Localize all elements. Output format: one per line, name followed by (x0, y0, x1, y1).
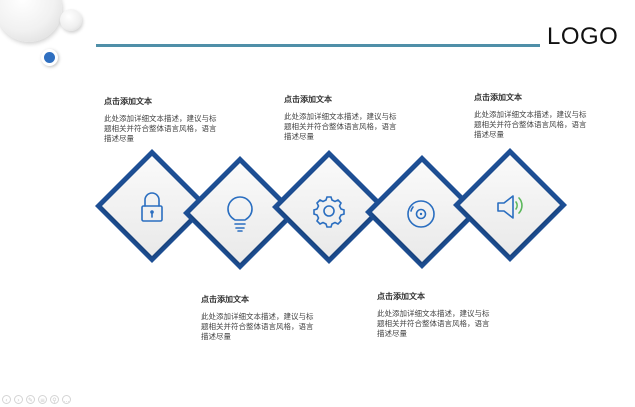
diamond-2[interactable] (183, 156, 297, 270)
pen-icon[interactable]: ✎ (26, 395, 35, 404)
item-title[interactable]: 点击添加文本 (377, 292, 425, 301)
item-description[interactable]: 此处添加详细文本描述，建议与标题相关并符合整体语言风格，语言描述尽量 (474, 110, 587, 139)
next-icon[interactable]: › (14, 395, 23, 404)
lightbulb-icon (227, 196, 253, 232)
diamond-3[interactable] (272, 150, 386, 264)
prev-icon[interactable]: ‹ (2, 395, 11, 404)
decorative-circle-blue (41, 49, 58, 66)
item-title[interactable]: 点击添加文本 (104, 97, 152, 106)
diamond-1[interactable] (95, 149, 209, 263)
text-block-1: 点击添加文本 此处添加详细文本描述，建议与标题相关并符合整体语言风格，语言描述尽… (104, 96, 234, 144)
diamond-4[interactable] (365, 155, 479, 269)
more-icon[interactable]: … (62, 395, 71, 404)
item-description[interactable]: 此处添加详细文本描述，建议与标题相关并符合整体语言风格，语言描述尽量 (104, 114, 217, 143)
text-block-2: 点击添加文本 此处添加详细文本描述，建议与标题相关并符合整体语言风格，语言描述尽… (201, 294, 331, 342)
item-title[interactable]: 点击添加文本 (201, 295, 249, 304)
text-block-3: 点击添加文本 此处添加详细文本描述，建议与标题相关并符合整体语言风格，语言描述尽… (284, 94, 414, 142)
logo-text: LOGO (547, 23, 619, 50)
lock-icon (141, 192, 163, 222)
gear-icon (313, 196, 345, 228)
item-description[interactable]: 此处添加详细文本描述，建议与标题相关并符合整体语言风格，语言描述尽量 (201, 312, 314, 341)
decorative-circle-small (60, 9, 82, 31)
item-description[interactable]: 此处添加详细文本描述，建议与标题相关并符合整体语言风格，语言描述尽量 (284, 112, 397, 141)
text-block-5: 点击添加文本 此处添加详细文本描述，建议与标题相关并符合整体语言风格，语言描述尽… (474, 92, 604, 140)
player-controls: ‹ › ✎ ≡ ⚲ … (2, 395, 71, 404)
item-title[interactable]: 点击添加文本 (284, 95, 332, 104)
header-divider-line (96, 44, 540, 47)
diamond-5[interactable] (453, 148, 567, 262)
disc-icon (407, 200, 435, 228)
text-block-4: 点击添加文本 此处添加详细文本描述，建议与标题相关并符合整体语言风格，语言描述尽… (377, 291, 507, 339)
menu-icon[interactable]: ≡ (38, 395, 47, 404)
item-title[interactable]: 点击添加文本 (474, 93, 522, 102)
speaker-icon (497, 195, 523, 219)
item-description[interactable]: 此处添加详细文本描述，建议与标题相关并符合整体语言风格，语言描述尽量 (377, 309, 490, 338)
zoom-icon[interactable]: ⚲ (50, 395, 59, 404)
